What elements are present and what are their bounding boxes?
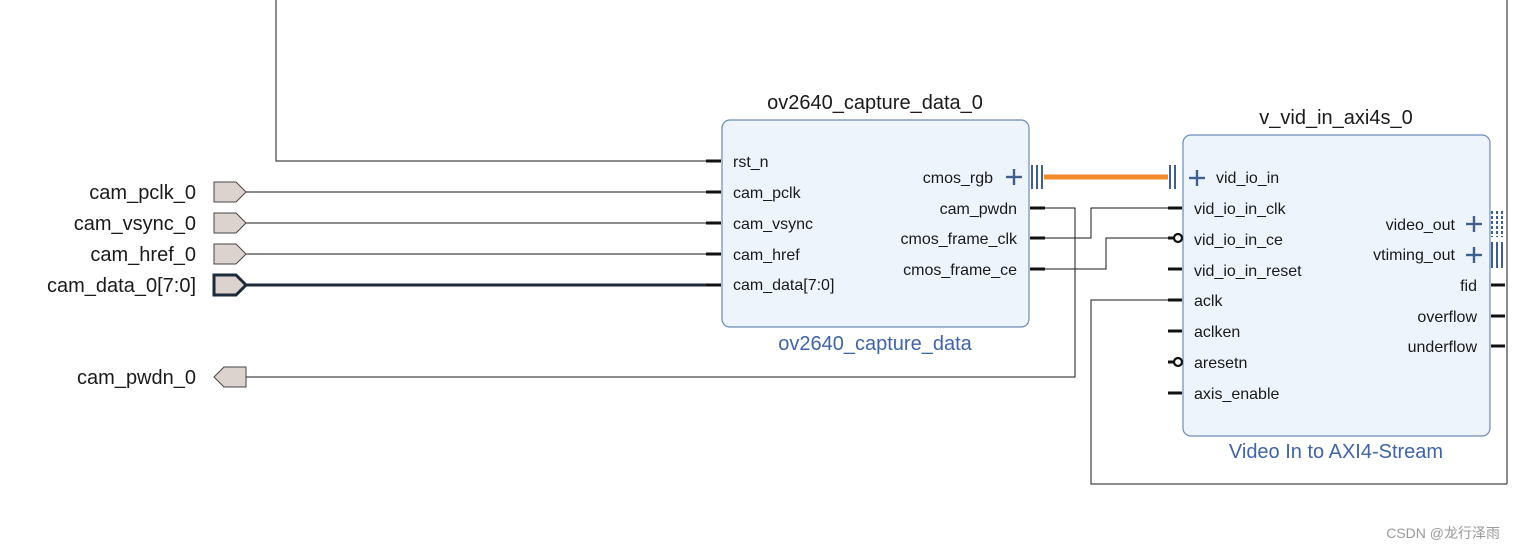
pin-video-out: video_out (1386, 217, 1456, 234)
block-v-vid-in-axi4s[interactable]: v_vid_in_axi4s_0 Video In to AXI4-Stream… (1168, 107, 1505, 463)
net-frame-ce[interactable] (1045, 237, 1168, 270)
pin-cam-vsync: cam_vsync (733, 216, 813, 233)
net-cam-pwdn[interactable] (246, 207, 1076, 378)
external-port-cam-vsync[interactable]: cam_vsync_0 (74, 212, 247, 235)
pin-fid: fid (1460, 278, 1477, 295)
pin-rst-n: rst_n (733, 154, 769, 171)
watermark-text: CSDN @龙行泽雨 (1386, 525, 1500, 541)
input-bus-port-icon (212, 273, 249, 297)
block-body[interactable] (721, 119, 1030, 328)
block-module-name: Video In to AXI4-Stream (1229, 441, 1443, 463)
port-label: cam_pclk_0 (89, 182, 196, 204)
axis-interface-port-icon[interactable] (1491, 211, 1503, 237)
pin-cam-pclk: cam_pclk (733, 185, 802, 202)
pin-cam-data: cam_data[7:0] (733, 277, 834, 294)
pin-vid-io-in: vid_io_in (1216, 170, 1279, 187)
net-aclk[interactable] (1090, 299, 1507, 485)
interface-port-icon[interactable] (1031, 165, 1043, 189)
external-port-cam-pclk[interactable]: cam_pclk_0 (89, 181, 247, 204)
pin-aresetn: aresetn (1194, 355, 1247, 372)
input-port-icon (213, 181, 247, 203)
block-instance-name: v_vid_in_axi4s_0 (1259, 107, 1412, 129)
pin-vid-io-in-clk: vid_io_in_clk (1194, 201, 1287, 218)
pin-vid-io-in-ce: vid_io_in_ce (1194, 232, 1283, 249)
active-low-bubble-icon (1172, 356, 1184, 368)
pin-vtiming-out: vtiming_out (1373, 247, 1455, 264)
input-port-icon (213, 243, 247, 265)
expand-plus-icon[interactable] (1189, 170, 1205, 186)
pin-cam-pwdn: cam_pwdn (940, 201, 1017, 218)
interface-port-icon[interactable] (1491, 242, 1503, 268)
pin-cam-href: cam_href (733, 247, 800, 264)
external-port-cam-href[interactable]: cam_href_0 (90, 243, 247, 266)
external-port-cam-data[interactable]: cam_data_0[7:0] (47, 273, 249, 297)
pin-underflow: underflow (1408, 339, 1478, 356)
pin-aclk: aclk (1194, 293, 1223, 310)
output-port-icon (213, 366, 247, 388)
block-ov2640-capture-data[interactable]: ov2640_capture_data_0 ov2640_capture_dat… (706, 92, 1045, 355)
pin-axis-enable: axis_enable (1194, 386, 1280, 403)
pin-cmos-frame-clk: cmos_frame_clk (901, 231, 1018, 248)
net-rst-n[interactable] (275, 0, 706, 162)
block-body[interactable] (1182, 134, 1491, 437)
active-low-bubble-icon (1172, 232, 1184, 244)
port-label: cam_vsync_0 (74, 213, 196, 235)
input-port-icon (213, 212, 247, 234)
port-label: cam_data_0[7:0] (47, 275, 196, 297)
expand-plus-icon[interactable] (1006, 169, 1022, 185)
block-instance-name: ov2640_capture_data_0 (767, 92, 983, 114)
external-port-cam-pwdn[interactable]: cam_pwdn_0 (77, 366, 247, 389)
pin-vid-io-in-reset: vid_io_in_reset (1194, 263, 1302, 280)
pin-aclken: aclken (1194, 324, 1240, 341)
block-module-name: ov2640_capture_data (778, 333, 972, 355)
pin-cmos-frame-ce: cmos_frame_ce (903, 262, 1017, 279)
port-label: cam_pwdn_0 (77, 367, 196, 389)
interface-port-icon[interactable] (1169, 165, 1176, 189)
expand-plus-icon[interactable] (1466, 247, 1482, 263)
pin-overflow: overflow (1417, 309, 1477, 326)
pin-cmos-rgb: cmos_rgb (923, 170, 993, 187)
net-frame-clk[interactable] (1045, 207, 1168, 239)
port-label: cam_href_0 (90, 244, 196, 266)
expand-plus-icon[interactable] (1466, 216, 1482, 232)
